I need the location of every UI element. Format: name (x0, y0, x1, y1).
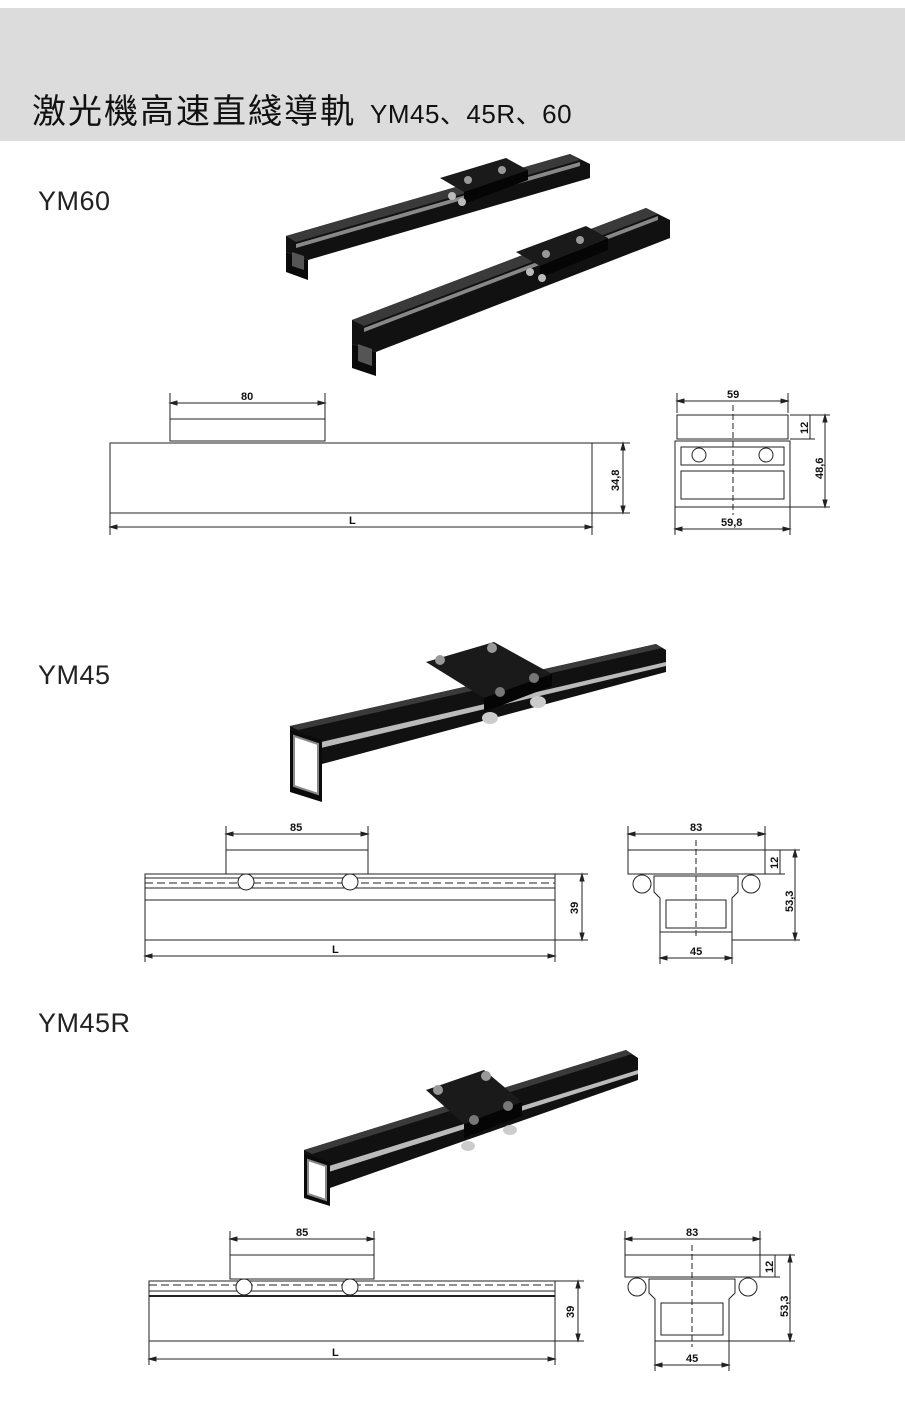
dim-total-height: 53,3 (784, 891, 796, 912)
section-label-ym45r: YM45R (38, 1008, 131, 1038)
section-label-ym60: YM60 (38, 186, 111, 216)
product-photo-ym45r (304, 1050, 638, 1206)
page-title: 激光機高速直綫導軌 YM45、45R、60 (32, 84, 572, 133)
product-photo-ym45 (290, 642, 666, 802)
dim-carriage-length: 85 (296, 1227, 308, 1239)
product-photo-ym60 (286, 154, 670, 376)
dim-carriage-width: 83 (686, 1227, 698, 1239)
dim-rail-height: 39 (569, 902, 581, 914)
end-drawing-ym45r: 83 12 53,3 45 (623, 1227, 795, 1371)
dim-rail-height: 34,8 (610, 470, 622, 491)
dim-rail-width: 59,8 (721, 517, 742, 529)
side-drawing-ym45: 85 39 L (143, 822, 588, 962)
dim-total-height: 53,3 (779, 1296, 791, 1317)
dim-rail-height: 39 (565, 1306, 577, 1318)
end-drawing-ym60: 59 12 48,6 59,8 (673, 389, 830, 535)
dim-rail-width: 45 (690, 946, 702, 958)
page-title-models: YM45、45R、60 (370, 99, 573, 129)
dim-carriage-height: 12 (764, 1261, 776, 1273)
carriage-upper (440, 158, 528, 206)
end-drawing-ym45: 83 12 53,3 45 (626, 822, 800, 964)
page-title-text: 激光機高速直綫導軌 (32, 92, 356, 132)
carriage (426, 642, 552, 724)
dim-length: L (332, 944, 339, 956)
dim-carriage-width: 83 (690, 822, 702, 834)
side-drawing-ym60: 80 34,8 L (108, 391, 630, 535)
dim-carriage-width: 59 (727, 389, 739, 401)
dim-carriage-height: 12 (799, 422, 811, 434)
dim-carriage-length: 80 (241, 391, 253, 403)
dim-carriage-length: 85 (290, 822, 302, 834)
section-label-ym45: YM45 (38, 660, 111, 690)
carriage-lower (516, 226, 608, 282)
dim-total-height: 48,6 (814, 458, 826, 479)
side-drawing-ym45r: 85 39 L (147, 1227, 584, 1365)
dim-rail-width: 45 (686, 1353, 698, 1365)
dim-carriage-height: 12 (769, 857, 781, 869)
dim-length: L (349, 515, 356, 527)
header-band (0, 8, 905, 141)
dim-length: L (332, 1347, 339, 1359)
carriage (426, 1070, 522, 1151)
